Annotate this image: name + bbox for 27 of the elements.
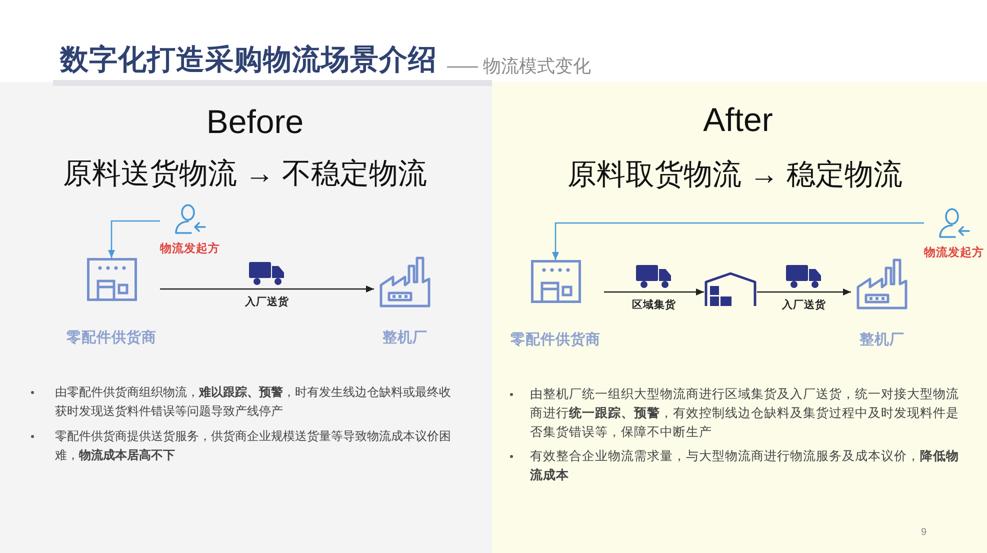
node-label: 整机厂 <box>382 329 428 348</box>
node-label: 零配件供货商 <box>66 329 156 348</box>
comparison-panel <box>492 82 987 553</box>
page-title: 数字化打造采购物流场景介绍 <box>60 43 437 77</box>
node-label: 物流发起方 <box>160 242 220 256</box>
page-number: 9 <box>921 527 927 539</box>
connector-arrow <box>604 288 704 296</box>
panel-subtitle: 原料取货物流 → 稳定物流 <box>567 158 903 193</box>
panel-heading: After <box>703 100 773 140</box>
bullet-text: 由整机厂统一组织大型物流商进行区域集货及入厂送货，统一对接大型物流商进行统一跟踪、预警，有效控制线边仓缺料及集货过程中及时发现料件是否集货错误等，保障不中断生产 <box>530 386 960 441</box>
edge-label: 区域集货 <box>632 299 676 312</box>
panel-heading: Before <box>206 102 304 142</box>
node-label: 零配件供货商 <box>510 331 600 350</box>
node-label: 整机厂 <box>860 331 904 350</box>
edge-label: 入厂送货 <box>782 299 826 312</box>
connector-arrow <box>757 288 851 296</box>
node-label: 物流发起方 <box>924 246 984 260</box>
subtitle: 物流模式变化 <box>483 55 591 77</box>
connector-arrow <box>552 222 924 260</box>
panel-subtitle: 原料送货物流 → 不稳定物流 <box>62 157 428 192</box>
bullet-text: 零配件供货商提供送货服务，供货商企业规模送货量等导致物流成本议价困难，物流成本居高不下 <box>55 428 452 464</box>
connector-arrow <box>108 220 160 258</box>
edge-label: 入厂送货 <box>245 296 289 309</box>
connector-arrow <box>160 286 374 292</box>
comparison-panel <box>0 82 492 553</box>
bullet-text: 由零配件供货商组织物流，难以跟踪、预警，时有发生线边仓缺料或最终收获时发现送货料件错误等问题导致产线停产 <box>55 384 452 420</box>
bullet-text: 有效整合企业物流需求量，与大型物流商进行物流服务及成本议价，降低物流成本 <box>530 448 960 484</box>
